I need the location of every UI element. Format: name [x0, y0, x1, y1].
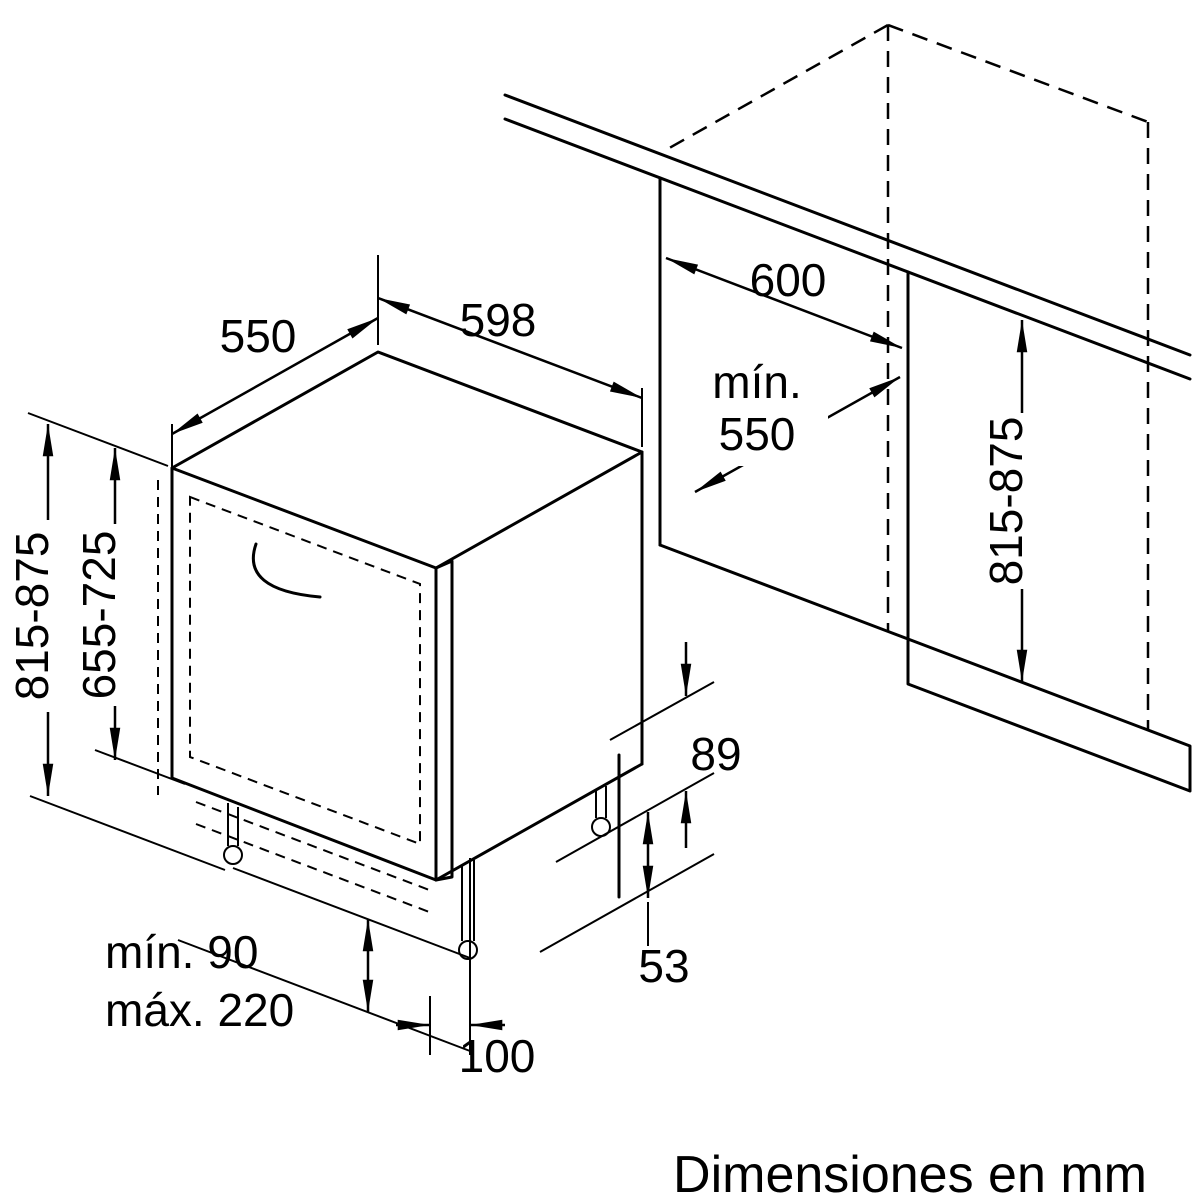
dimension-labels: 550 598 600 mín. 550 815-875 815-875 655…: [6, 254, 1032, 1082]
label-rear-foot-offset: 53: [638, 940, 689, 992]
label-backplate: [690, 354, 828, 466]
label-niche-height: 815-875: [980, 417, 1032, 586]
dishwasher-body: [157, 350, 644, 960]
countertop: [503, 93, 1192, 381]
top-face: [170, 350, 644, 570]
label-appliance-depth: 550: [220, 310, 297, 362]
niche-opening: [658, 176, 1192, 793]
cabinet-cavity-dashed: [663, 23, 1150, 730]
label-front-foot-offset: 100: [459, 1030, 536, 1082]
front-right-foot: [458, 860, 478, 960]
label-niche-depth-value: 550: [719, 408, 796, 460]
label-niche-width: 600: [750, 254, 827, 306]
front-left-foot: [223, 803, 243, 865]
dimension-arrows: [42, 256, 1028, 1031]
label-plinth-min: mín. 90: [105, 926, 258, 978]
label-rear-clearance: 89: [690, 728, 741, 780]
label-niche-depth-prefix: mín.: [712, 356, 801, 408]
label-door-panel-height: 655-725: [73, 531, 125, 700]
label-appliance-height: 815-875: [6, 532, 58, 701]
niche-base: [906, 637, 1192, 793]
label-appliance-width: 598: [460, 294, 537, 346]
door-handle: [251, 542, 322, 599]
furniture-panel-dashed: [189, 495, 421, 846]
units-caption: Dimensiones en mm: [673, 1146, 1147, 1200]
door-edge: [434, 559, 454, 882]
label-plinth-max: máx. 220: [105, 984, 294, 1036]
rear-foot: [591, 786, 611, 837]
